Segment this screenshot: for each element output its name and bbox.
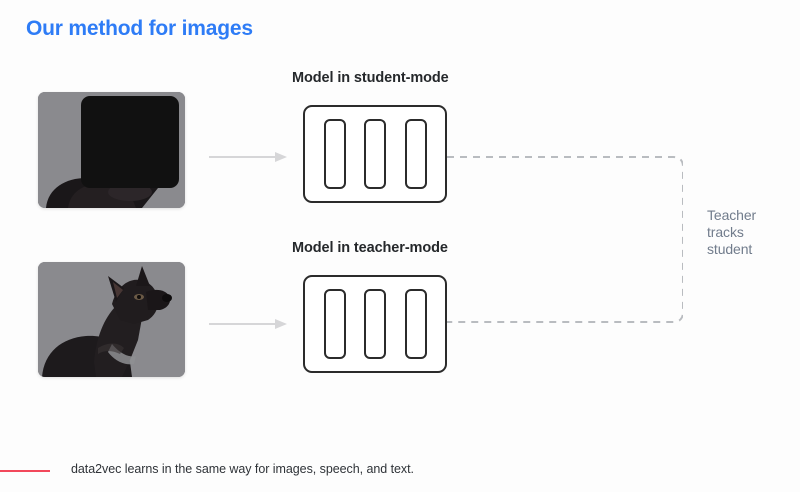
model-unit [404, 119, 427, 189]
page-title: Our method for images [26, 17, 253, 40]
teacher-flow-arrow-icon [209, 319, 287, 329]
model-unit [364, 119, 386, 189]
model-unit [323, 289, 346, 359]
student-input-image [38, 92, 185, 208]
tracking-caption-line-3: student [707, 241, 753, 257]
footer-accent-rule [0, 470, 50, 472]
dog-illustration-full [38, 262, 185, 377]
student-flow-arrow-icon [209, 152, 287, 162]
student-model-box [303, 105, 447, 203]
student-model-label: Model in student-mode [292, 70, 449, 86]
teacher-model-box [303, 275, 447, 373]
tracking-caption-line-1: Teacher [707, 207, 757, 223]
mask-patch-overlay [81, 96, 179, 188]
footer-caption: data2vec learns in the same way for imag… [71, 462, 414, 476]
photo-backdrop [38, 262, 185, 377]
teacher-model-label: Model in teacher-mode [292, 240, 448, 256]
model-unit [364, 289, 386, 359]
teacher-tracks-student-connector [447, 156, 683, 323]
tracking-caption: Teacher tracks student [707, 207, 795, 258]
model-unit [404, 289, 427, 359]
model-unit [323, 119, 346, 189]
tracking-caption-line-2: tracks [707, 224, 744, 240]
teacher-input-image [38, 262, 185, 377]
